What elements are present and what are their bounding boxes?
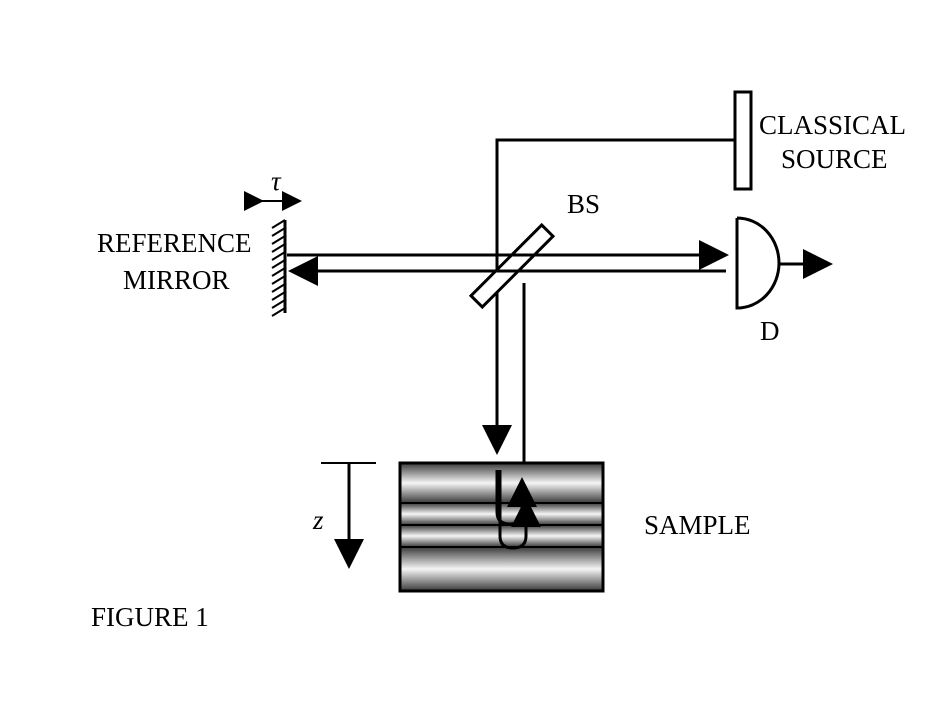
classical-source-label-line2: SOURCE (781, 144, 888, 174)
tau-label: τ (271, 166, 282, 196)
figure-caption: FIGURE 1 (91, 602, 209, 632)
detector (735, 216, 781, 310)
reference-mirror-label-line1: REFERENCE (97, 228, 252, 258)
sample (400, 463, 603, 591)
reference-mirror-hatching (271, 219, 286, 317)
classical-source (733, 90, 753, 191)
sample-reflection-path-2 (498, 470, 541, 550)
beam-splitter (468, 222, 556, 310)
depth-label: z (312, 505, 324, 535)
reference-mirror-label-line2: MIRROR (123, 265, 230, 295)
classical-source-label-line1: CLASSICAL (759, 110, 906, 140)
beam-splitter-label: BS (567, 189, 600, 219)
sample-label: SAMPLE (644, 510, 751, 540)
sample-outline (398, 461, 605, 593)
source-beam (482, 138, 735, 455)
detector-label: D (760, 316, 780, 346)
